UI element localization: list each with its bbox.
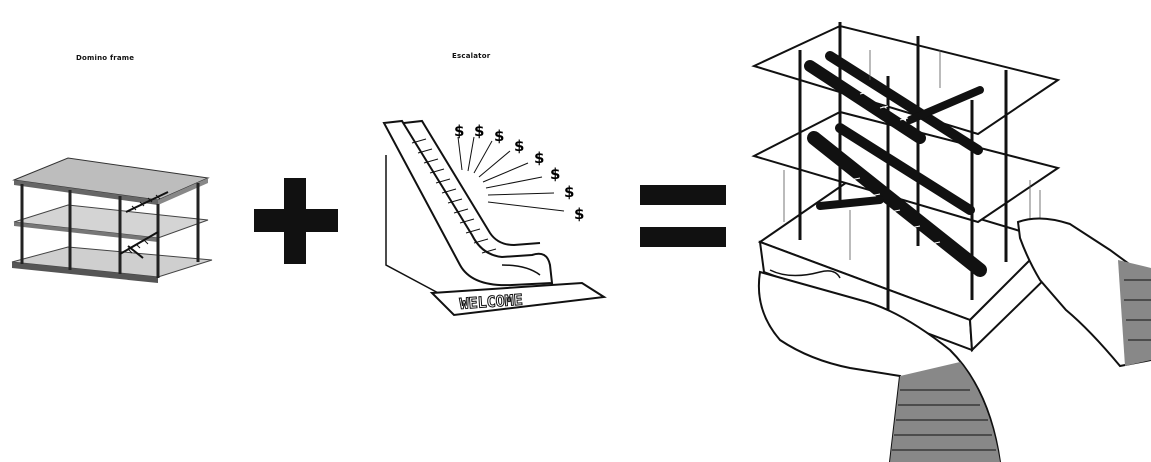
dollar-sign: $: [564, 183, 574, 201]
dollar-sign: $: [574, 205, 584, 223]
plus-sign: [254, 178, 338, 264]
dollar-sign: $: [474, 122, 484, 140]
escalator-illustration: WELCOME $ $ $ $ $ $ $ $: [382, 115, 612, 325]
equals-sign: [640, 185, 726, 249]
escalator-caption: Escalator: [452, 52, 490, 60]
dollar-sign: $: [514, 137, 524, 155]
domino-caption: Domino frame: [76, 54, 134, 62]
dollar-sign: $: [534, 149, 544, 167]
dollar-sign: $: [550, 165, 560, 183]
dollar-sign: $: [454, 122, 464, 140]
domino-frame-illustration: [8, 150, 218, 285]
hands-holding-stacked-escalator-frame-illustration: [740, 10, 1151, 462]
dollar-sign: $: [494, 127, 504, 145]
welcome-mat-text: WELCOME: [459, 291, 523, 313]
